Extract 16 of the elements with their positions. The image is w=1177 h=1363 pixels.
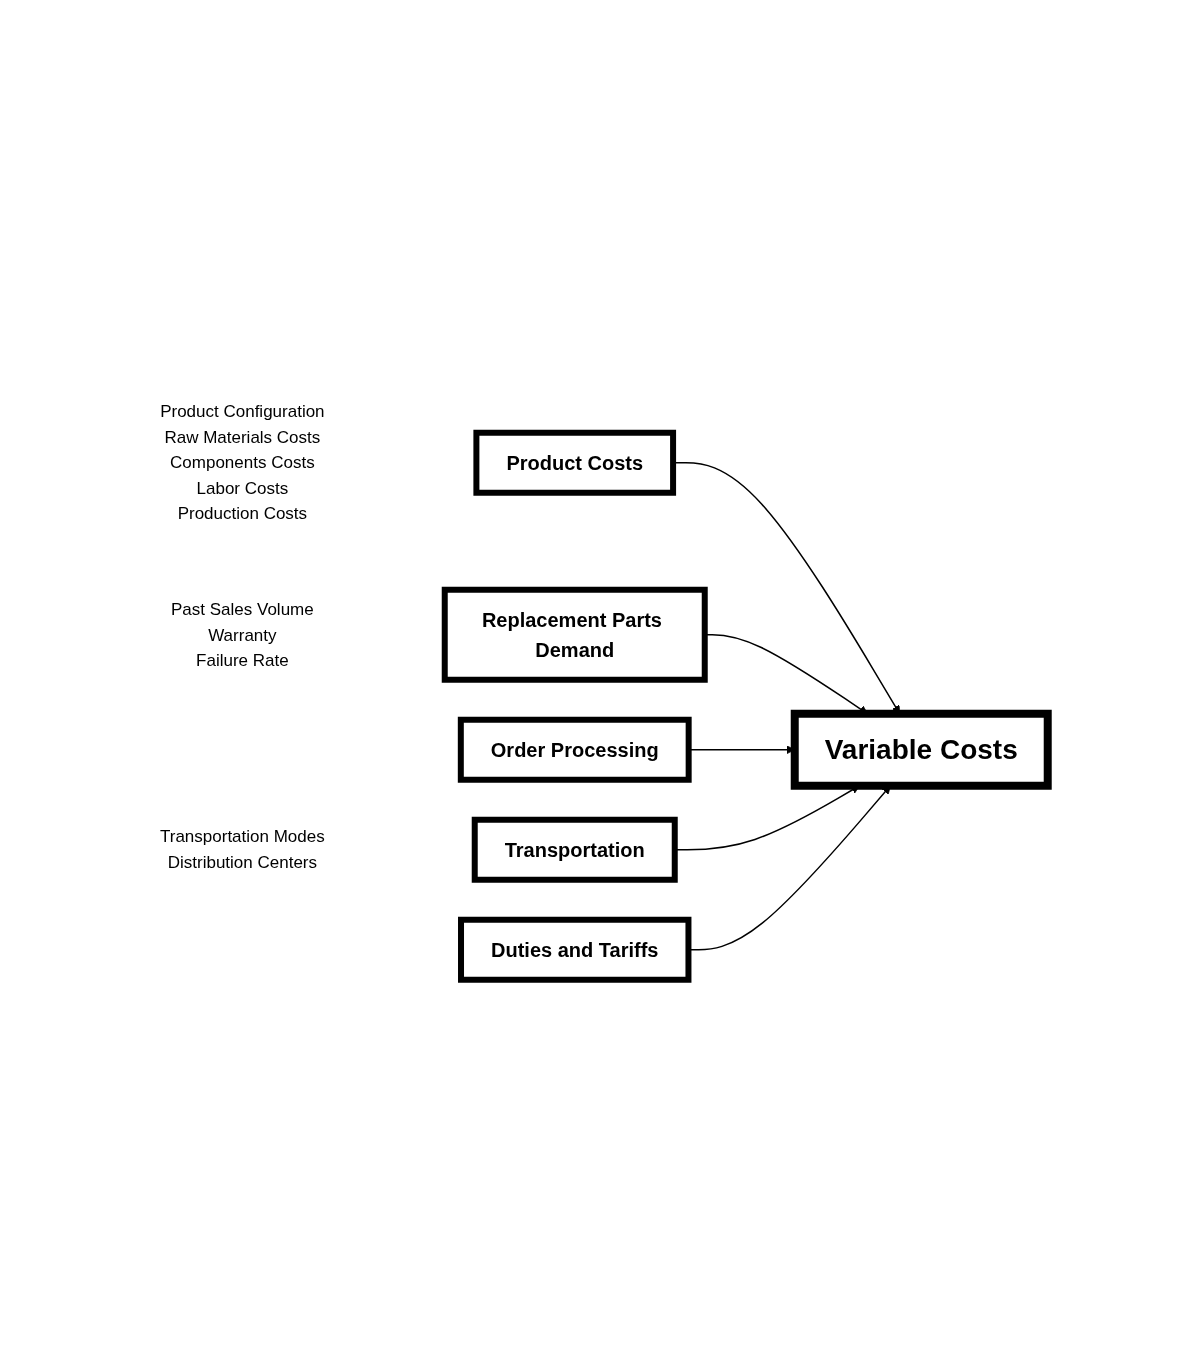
node-label: Failure Rate	[195, 650, 289, 670]
node-label: Distribution Centers	[167, 852, 317, 872]
node-box: Product Costs	[473, 429, 676, 496]
node-label: Past Sales Volume	[170, 599, 314, 619]
node-label: Transportation Modes	[159, 826, 325, 846]
node-label: Components Costs	[169, 452, 315, 472]
node-label: Production Costs	[177, 503, 307, 523]
node-box: Variable Costs	[790, 709, 1052, 790]
node-box: Duties and Tariffs	[457, 916, 692, 983]
node-label: Warranty	[207, 624, 277, 644]
node-label: Raw Materials Costs	[164, 427, 320, 447]
node-box: Transportation	[471, 816, 678, 883]
node-box: Replacement Parts Demand	[441, 586, 708, 683]
node-box: Order Processing	[457, 716, 692, 783]
node-label: Labor Costs	[196, 478, 288, 498]
node-label: Product Configuration	[159, 401, 325, 421]
